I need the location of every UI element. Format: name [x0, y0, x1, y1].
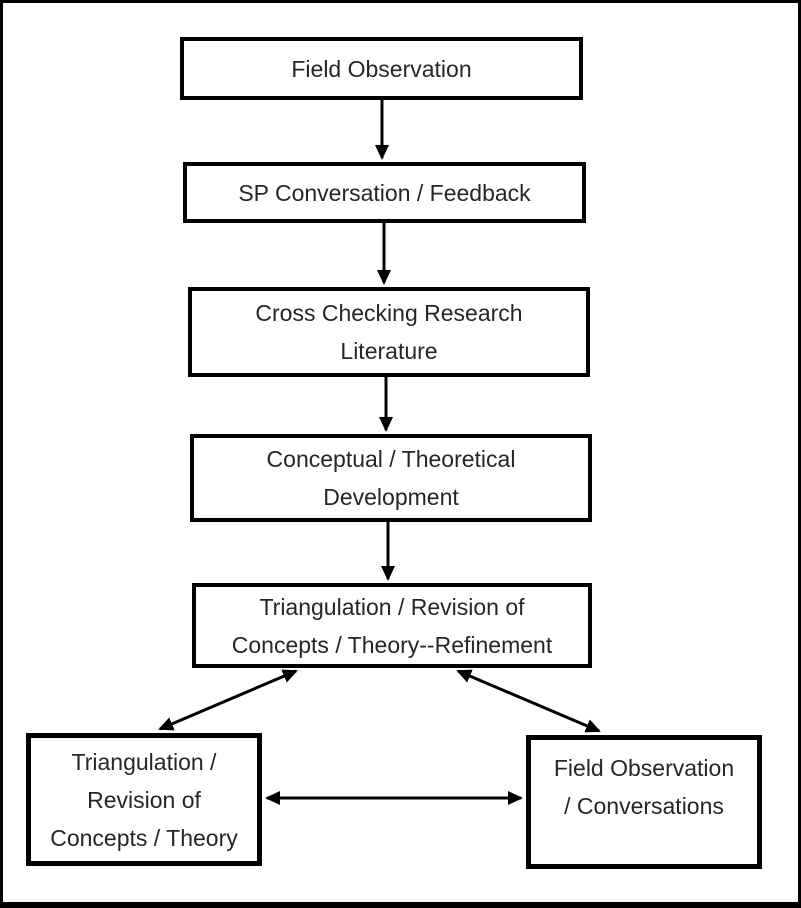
node-field-observation-conversations: Field Observation / Conversations	[526, 735, 762, 869]
node-label-line: Triangulation / Revision of	[259, 593, 525, 620]
node-label-line: Field Observation	[291, 55, 472, 82]
node-label-line: Development	[323, 484, 459, 510]
node-label-line: Conceptual / Theoretical	[266, 446, 516, 472]
node-label-line: Concepts / Theory--Refinement	[231, 631, 553, 658]
arrow-refinement-to-triangulation-theory-bidirectional	[158, 669, 298, 731]
node-triangulation-revision-refinement: Triangulation / Revision of Concepts / T…	[192, 583, 592, 668]
node-conceptual-theoretical-development: Conceptual / Theoretical Development	[190, 434, 592, 522]
node-label-line: / Conversations	[564, 793, 724, 819]
node-label-line: Field Observation	[553, 755, 735, 781]
node-label-line: Cross Checking Research	[255, 300, 523, 326]
node-label-line: Literature	[340, 338, 438, 364]
node-sp-conversation-feedback: SP Conversation / Feedback	[183, 162, 586, 223]
node-triangulation-revision-concepts-theory: Triangulation / Revision of Concepts / T…	[26, 733, 262, 866]
node-field-observation: Field Observation	[180, 37, 583, 100]
node-label-line: SP Conversation / Feedback	[238, 179, 531, 206]
node-cross-checking-research-literature: Cross Checking Research Literature	[188, 287, 590, 377]
node-label-line: Concepts / Theory	[50, 824, 238, 851]
node-label-line: Triangulation /	[71, 748, 217, 775]
node-label-line: Revision of	[87, 786, 201, 813]
arrow-refinement-to-field-observation-conversations-bidirectional	[456, 669, 601, 733]
